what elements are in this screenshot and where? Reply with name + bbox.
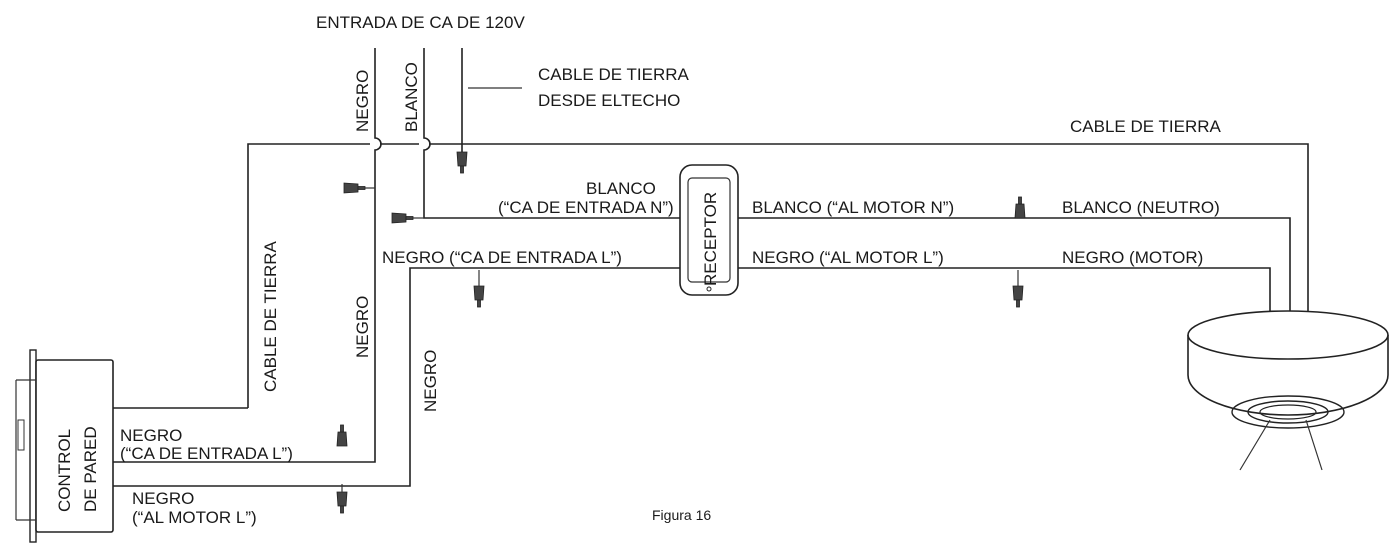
label-wc-negro-1b: (“CA DE ENTRADA L”) [120, 444, 293, 463]
label-ground-top: CABLE DE TIERRA [1070, 117, 1222, 136]
label-negro-vertical-2: NEGRO [421, 350, 440, 412]
label-control-1: CONTROL [55, 429, 74, 512]
fan-motor-icon [1187, 310, 1389, 471]
label-control-2: DE PARED [81, 426, 100, 512]
wire-nut-icon [456, 151, 468, 174]
label-ground-left: CABLE DE TIERRA [261, 240, 280, 392]
label-blanco-input: BLANCO [402, 62, 421, 132]
label-blanco-motor-n: BLANCO (“AL MOTOR N”) [752, 198, 954, 217]
wire-negro-motor [738, 267, 1271, 318]
label-negro-motor-l: NEGRO (“AL MOTOR L”) [752, 248, 944, 267]
label-negro-vertical-1: NEGRO [353, 296, 372, 358]
wire-ground-main [113, 143, 1309, 409]
label-receptor: RECEPTOR [701, 192, 720, 286]
wire-nut-icon [336, 424, 348, 447]
label-negro-motor: NEGRO (MOTOR) [1062, 248, 1203, 267]
figure-caption: Figura 16 [652, 507, 711, 523]
wire-nuts [336, 151, 1026, 514]
label-wc-negro-2: NEGRO [132, 489, 194, 508]
wire-blanco-motor [738, 217, 1291, 318]
label-negro-input: NEGRO [353, 70, 372, 132]
label-blanco-n-2: (“CA DE ENTRADA N”) [498, 198, 674, 217]
wire-nut-icon [391, 212, 414, 224]
label-blanco-n-1: BLANCO [586, 179, 656, 198]
wire-negro-to-receiver [113, 267, 680, 487]
wire-nut-icon [336, 484, 348, 514]
wires [113, 48, 1309, 487]
wire-negro-input [113, 48, 382, 463]
wire-nut-icon [1012, 270, 1024, 308]
wall-control-icon [15, 349, 114, 543]
label-wc-negro-1: NEGRO [120, 426, 182, 445]
labels: ENTRADA DE CA DE 120V NEGRO BLANCO CABLE… [55, 13, 1222, 527]
label-input-ac: ENTRADA DE CA DE 120V [316, 13, 525, 32]
wire-nut-icon [473, 270, 485, 308]
label-ground-ceiling-2: DESDE ELTECHO [538, 91, 680, 110]
receiver-icon [679, 164, 739, 296]
wire-nut-icon [343, 182, 366, 194]
label-blanco-neutro: BLANCO (NEUTRO) [1062, 198, 1220, 217]
wire-blanco-input [423, 48, 680, 219]
label-negro-l-in: NEGRO (“CA DE ENTRADA L”) [382, 248, 622, 267]
wire-nut-icon [1014, 196, 1026, 219]
label-ground-ceiling-1: CABLE DE TIERRA [538, 65, 690, 84]
label-wc-negro-2b: (“AL MOTOR L”) [132, 508, 257, 527]
